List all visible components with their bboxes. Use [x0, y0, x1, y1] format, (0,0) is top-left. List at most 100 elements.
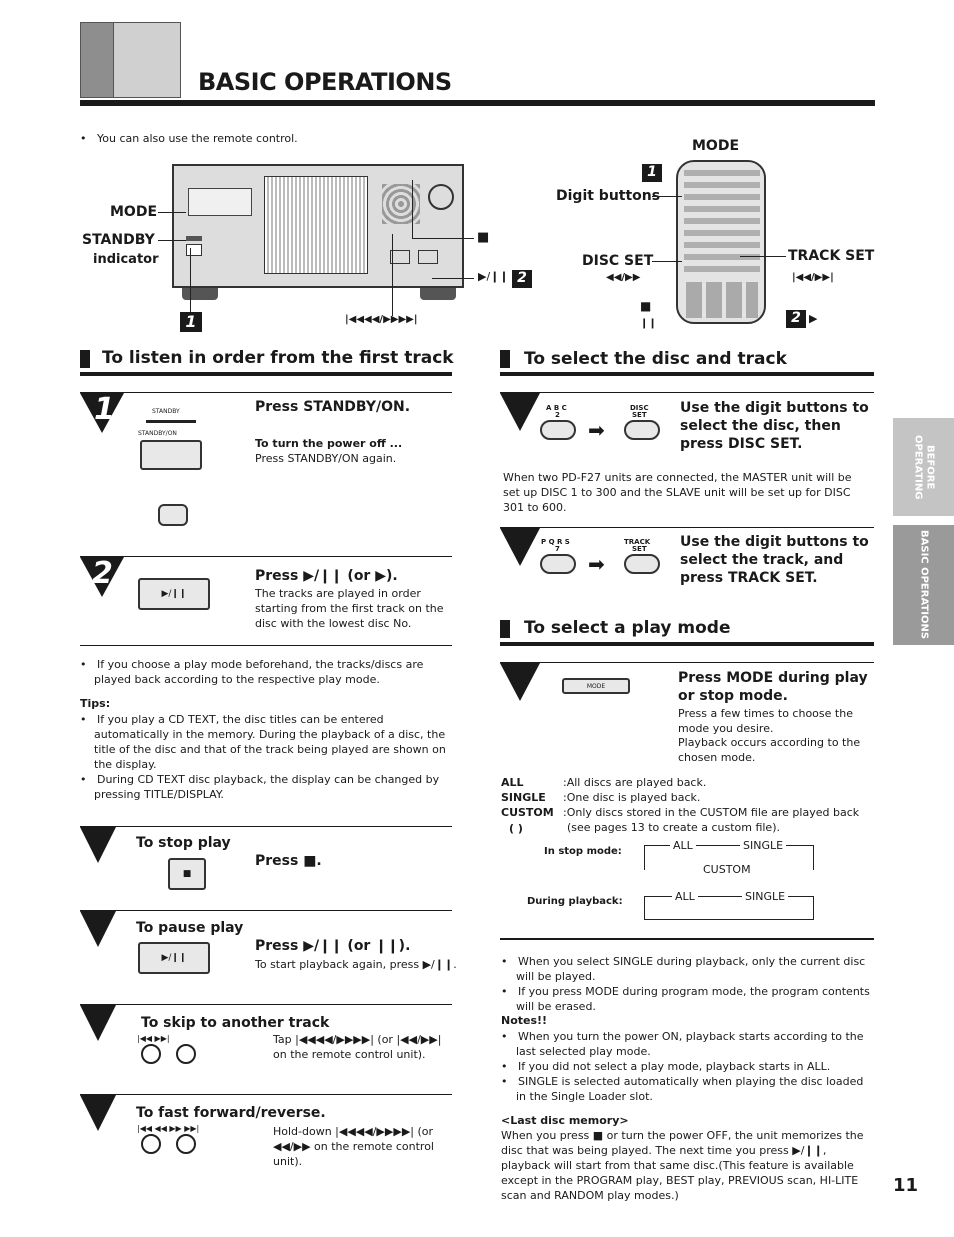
mode-section-rule: [500, 642, 874, 646]
disc-arrows-label: ◀◀/▶▶: [606, 272, 641, 283]
step1-triangle: [80, 393, 124, 433]
track-set-top: TRACK: [624, 538, 651, 546]
tab-before-operating[interactable]: BEFORE OPERATING: [893, 418, 954, 516]
play-button: [418, 250, 438, 264]
stop-label: ■: [477, 230, 490, 245]
mode-custom-name: CUSTOM: [501, 806, 554, 819]
mode-step-title: Press MODE during play or stop mode.: [678, 670, 868, 704]
disc-step-rule: [500, 392, 874, 393]
tip-1-text: If you play a CD TEXT, the disc titles c…: [94, 713, 446, 771]
stop-flow-single: SINGLE: [740, 838, 787, 853]
remote-pause-label: ❙❙: [640, 318, 657, 329]
step2-bottom-rule: [80, 645, 452, 646]
step1-leader: [190, 248, 191, 314]
skip-next-circle: [176, 1044, 196, 1064]
mode-pic-button: MODE: [562, 678, 630, 694]
step2-text: The tracks are played in order starting …: [255, 587, 444, 630]
select-section-bar: [500, 350, 510, 368]
memory-title: <Last disc memory>: [501, 1114, 629, 1127]
step2-triangle: [80, 557, 124, 597]
note-3: • SINGLE is selected automatically when …: [501, 1075, 864, 1103]
page-title: BASIC OPERATIONS: [198, 68, 452, 96]
pause-rule: [80, 910, 452, 911]
step1-title: Press STANDBY/ON.: [255, 399, 411, 415]
mode-section-bar: [500, 620, 510, 638]
mode-step-text2: Playback occurs according to the chosen …: [678, 736, 861, 764]
remote-stop-label: ■: [640, 299, 652, 313]
memory-text: When you press ■ or turn the power OFF, …: [501, 1129, 864, 1202]
note-2: • If you did not select a play mode, pla…: [501, 1060, 831, 1073]
tip-2: • During CD TEXT disc playback, the disp…: [80, 773, 440, 801]
stop-title: To stop play: [136, 835, 231, 851]
track-digit-key: [540, 554, 576, 574]
right-bullet-2: • If you press MODE during program mode,…: [501, 985, 870, 1013]
disc-key-num: 2: [555, 411, 560, 419]
step1-pic-standby-on: STANDBY/ON: [138, 430, 177, 437]
step1-pic-small-button: [158, 504, 188, 526]
remote-step1-marker: 1: [642, 164, 662, 182]
indicator-label: indicator: [93, 252, 159, 267]
mode-step-text1: Press a few times to choose the mode you…: [678, 707, 853, 735]
stop-flow-loop: [644, 845, 814, 870]
disc-carousel: [264, 176, 368, 274]
step1-pic-button: [140, 440, 202, 470]
disc-step-triangle: [500, 393, 540, 431]
remote-keypad: [684, 170, 760, 278]
note-1: • When you turn the power ON, playback s…: [501, 1030, 864, 1058]
page-number: 11: [893, 1175, 919, 1196]
playback-flow-all: ALL: [672, 889, 698, 904]
ff-text: Hold-down |◀◀◀◀/▶▶▶▶| (or ◀◀/▶▶ on the r…: [273, 1125, 434, 1168]
tip-1: • If you play a CD TEXT, the disc titles…: [80, 713, 446, 771]
track-set-leader: [740, 256, 786, 257]
play-pause-label: ▶/❙❙: [478, 270, 509, 283]
intro-bullet: • You can also use the remote control.: [80, 132, 298, 145]
left-bullet-text: If you choose a play mode beforehand, th…: [94, 658, 424, 686]
left-section-bar: [80, 350, 90, 368]
tab-basic-operations[interactable]: BASIC OPERATIONS: [893, 525, 954, 645]
remote-play-label: ▶: [809, 312, 818, 325]
step1-marker: 1: [180, 312, 202, 332]
track-step-rule: [500, 527, 874, 528]
digit-buttons-label: Digit buttons: [556, 188, 661, 204]
step1-sub-text: Press STANDBY/ON again.: [255, 452, 397, 465]
disc-step-text: Use the digit buttons to select the disc…: [680, 400, 869, 452]
track-set-bot: SET: [632, 545, 647, 553]
player-foot-right: [420, 288, 456, 300]
mode-leader: [158, 212, 186, 213]
note-1-text: When you turn the power ON, playback sta…: [516, 1030, 864, 1058]
skip-rule: [80, 1004, 452, 1005]
track-key-num: 7: [555, 545, 560, 553]
header-rule: [80, 100, 875, 106]
step1-pic-standby: STANDBY: [152, 408, 180, 415]
mode-bottom-rule: [500, 938, 874, 940]
track-arrow: ➡: [588, 552, 605, 576]
ff-rule: [80, 1094, 452, 1095]
right-bullet-2-text: If you press MODE during program mode, t…: [516, 985, 870, 1013]
stop-press: Press ■.: [255, 853, 322, 869]
stop-triangle: [80, 827, 116, 863]
track-arrows-label: |◀◀/▶▶|: [792, 272, 834, 283]
playback-flow-single: SINGLE: [742, 889, 789, 904]
stop-leader-v: [412, 180, 413, 238]
right-bullet-1-text: When you select SINGLE during playback, …: [516, 955, 866, 983]
select-section-rule: [500, 372, 874, 376]
standby-label: STANDBY: [82, 232, 155, 248]
notes-title: Notes!!: [501, 1014, 548, 1027]
playback-label: During playback:: [527, 896, 623, 907]
jog-dial: [428, 184, 454, 210]
step2-title: Press ▶/❙❙ (or ▶).: [255, 568, 398, 584]
track-step-triangle: [500, 528, 540, 566]
step1-rule: [80, 392, 452, 393]
stop-rule: [80, 826, 452, 827]
button-grid: [382, 184, 420, 224]
standby-leader: [158, 240, 186, 241]
standby-button: [186, 244, 202, 256]
mode-all-name: ALL: [501, 776, 524, 789]
mode-single-desc: :One disc is played back.: [563, 791, 701, 804]
step2-pic-button: ▶/❙❙: [138, 578, 210, 610]
step1-pic-indicator: [146, 420, 196, 423]
tips-title: Tips:: [80, 697, 111, 710]
tip-2-text: During CD TEXT disc playback, the displa…: [94, 773, 440, 801]
stop-mode-label: In stop mode:: [544, 846, 622, 857]
step1-sub-title: To turn the power off ...: [255, 437, 403, 450]
